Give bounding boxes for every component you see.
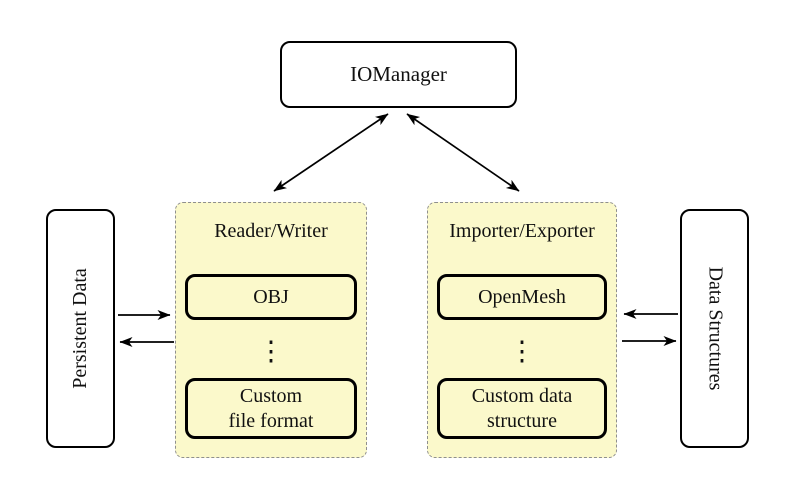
data-structures-box: Data Structures — [680, 209, 749, 448]
iomanager-label: IOManager — [350, 62, 447, 86]
custom-file-format-box: Custom file format — [185, 378, 357, 439]
vertical-ellipsis: ⋮ — [508, 336, 536, 366]
data-structures-label: Data Structures — [704, 266, 727, 391]
iomanager-box: IOManager — [280, 41, 517, 108]
arrow-iomanager-readerwriter — [273, 113, 389, 192]
arrow-iomanager-importerexporter — [406, 113, 520, 192]
vertical-ellipsis: ⋮ — [257, 336, 285, 366]
reader-writer-title: Reader/Writer — [214, 220, 328, 242]
persistent-data-box: Persistent Data — [46, 209, 115, 448]
reader-writer-container: Reader/Writer OBJ ⋮ Custom file format — [175, 202, 367, 458]
openmesh-box: OpenMesh — [437, 274, 607, 320]
custom-data-structure-box: Custom data structure — [437, 378, 607, 439]
importer-exporter-title: Importer/Exporter — [449, 220, 595, 242]
persistent-data-label: Persistent Data — [69, 268, 91, 389]
obj-box: OBJ — [185, 274, 357, 320]
importer-exporter-container: Importer/Exporter OpenMesh ⋮ Custom data… — [427, 202, 617, 458]
